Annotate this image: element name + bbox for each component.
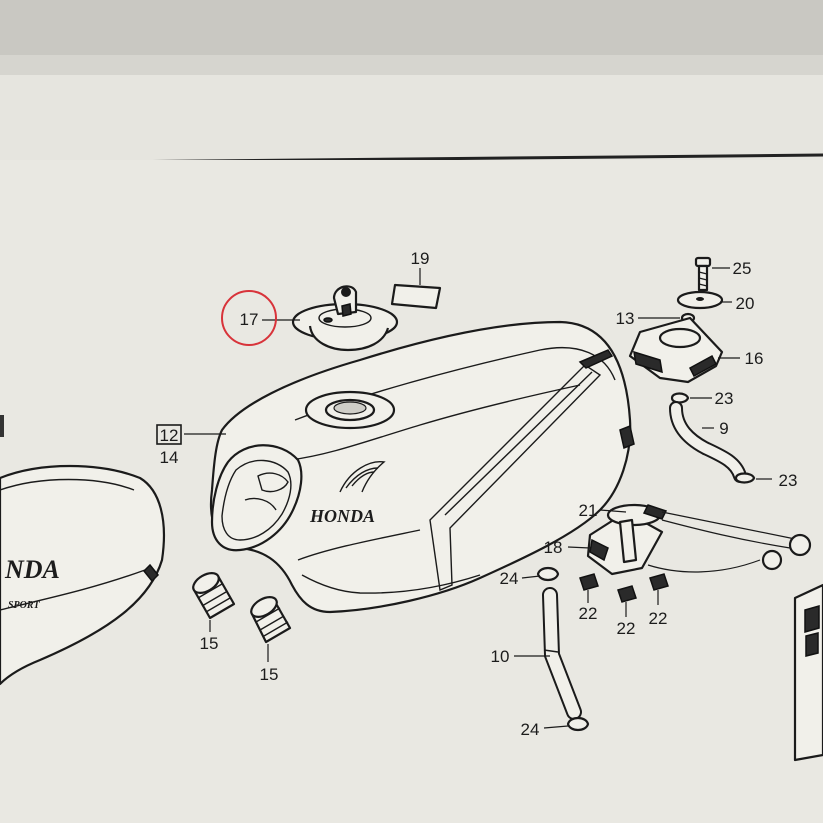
top-shadow-gradient bbox=[0, 55, 823, 75]
fuel-line bbox=[661, 511, 801, 541]
fuel-cap-part-17 bbox=[291, 285, 399, 352]
fuel-valve-part-21 bbox=[586, 503, 668, 576]
callout-22-c: 22 bbox=[649, 609, 668, 628]
clip-part-24-bottom bbox=[566, 716, 590, 732]
callout-9: 9 bbox=[719, 419, 728, 438]
callout-13: 13 bbox=[616, 309, 635, 328]
clip-part-23-top bbox=[670, 392, 690, 404]
callout-25: 25 bbox=[733, 259, 752, 278]
callout-20: 20 bbox=[736, 294, 755, 313]
line-end-fitting bbox=[788, 533, 812, 557]
left-tank-brand: NDA bbox=[4, 555, 60, 584]
callout-12: 12 bbox=[160, 426, 179, 445]
callout-17: 17 bbox=[240, 310, 259, 329]
callout-16: 16 bbox=[745, 349, 764, 368]
vacuum-line bbox=[647, 559, 761, 573]
bolt-part-25 bbox=[694, 256, 712, 292]
callout-22-a: 22 bbox=[579, 604, 598, 623]
top-shadow bbox=[0, 0, 823, 60]
clip-part-24-top bbox=[536, 566, 560, 582]
callout-23-top: 23 bbox=[715, 389, 734, 408]
nut-part-22-c bbox=[649, 573, 669, 591]
hose-part-9 bbox=[671, 403, 745, 481]
inline-filter bbox=[761, 549, 783, 571]
callout-22-b: 22 bbox=[617, 619, 636, 638]
damper-part-15-a bbox=[192, 572, 236, 620]
callout-14: 14 bbox=[160, 448, 179, 467]
callout-15-a: 15 bbox=[200, 634, 219, 653]
callout-23-bottom: 23 bbox=[779, 471, 798, 490]
left-tank-partial: NDA SPORT bbox=[0, 464, 166, 686]
callout-18: 18 bbox=[544, 538, 563, 557]
callout-15-b: 15 bbox=[260, 665, 279, 684]
highlight-circle-17 bbox=[221, 290, 277, 346]
callout-19: 19 bbox=[411, 249, 430, 268]
left-edge-mark bbox=[0, 415, 4, 437]
callout-24-bottom: 24 bbox=[521, 720, 540, 739]
nut-part-22-a bbox=[579, 573, 599, 591]
callout-24-top: 24 bbox=[500, 569, 519, 588]
fuel-tank: HONDA bbox=[210, 320, 635, 614]
tank-brand-text: HONDA bbox=[309, 506, 375, 526]
leader-lines bbox=[184, 267, 772, 729]
fuel-line-2 bbox=[661, 519, 791, 549]
bracket-part-16 bbox=[628, 316, 724, 384]
right-partial-part bbox=[793, 583, 823, 762]
decal-part-19 bbox=[390, 283, 442, 310]
damper-part-15-b bbox=[250, 596, 292, 644]
callout-21: 21 bbox=[579, 501, 598, 520]
callout-box-12 bbox=[156, 424, 182, 445]
nut-part-22-b bbox=[617, 585, 637, 603]
hose-part-10 bbox=[544, 589, 580, 718]
clip-part-23-bottom bbox=[734, 472, 756, 484]
left-tank-subbrand: SPORT bbox=[8, 600, 41, 611]
callout-10: 10 bbox=[491, 647, 510, 666]
